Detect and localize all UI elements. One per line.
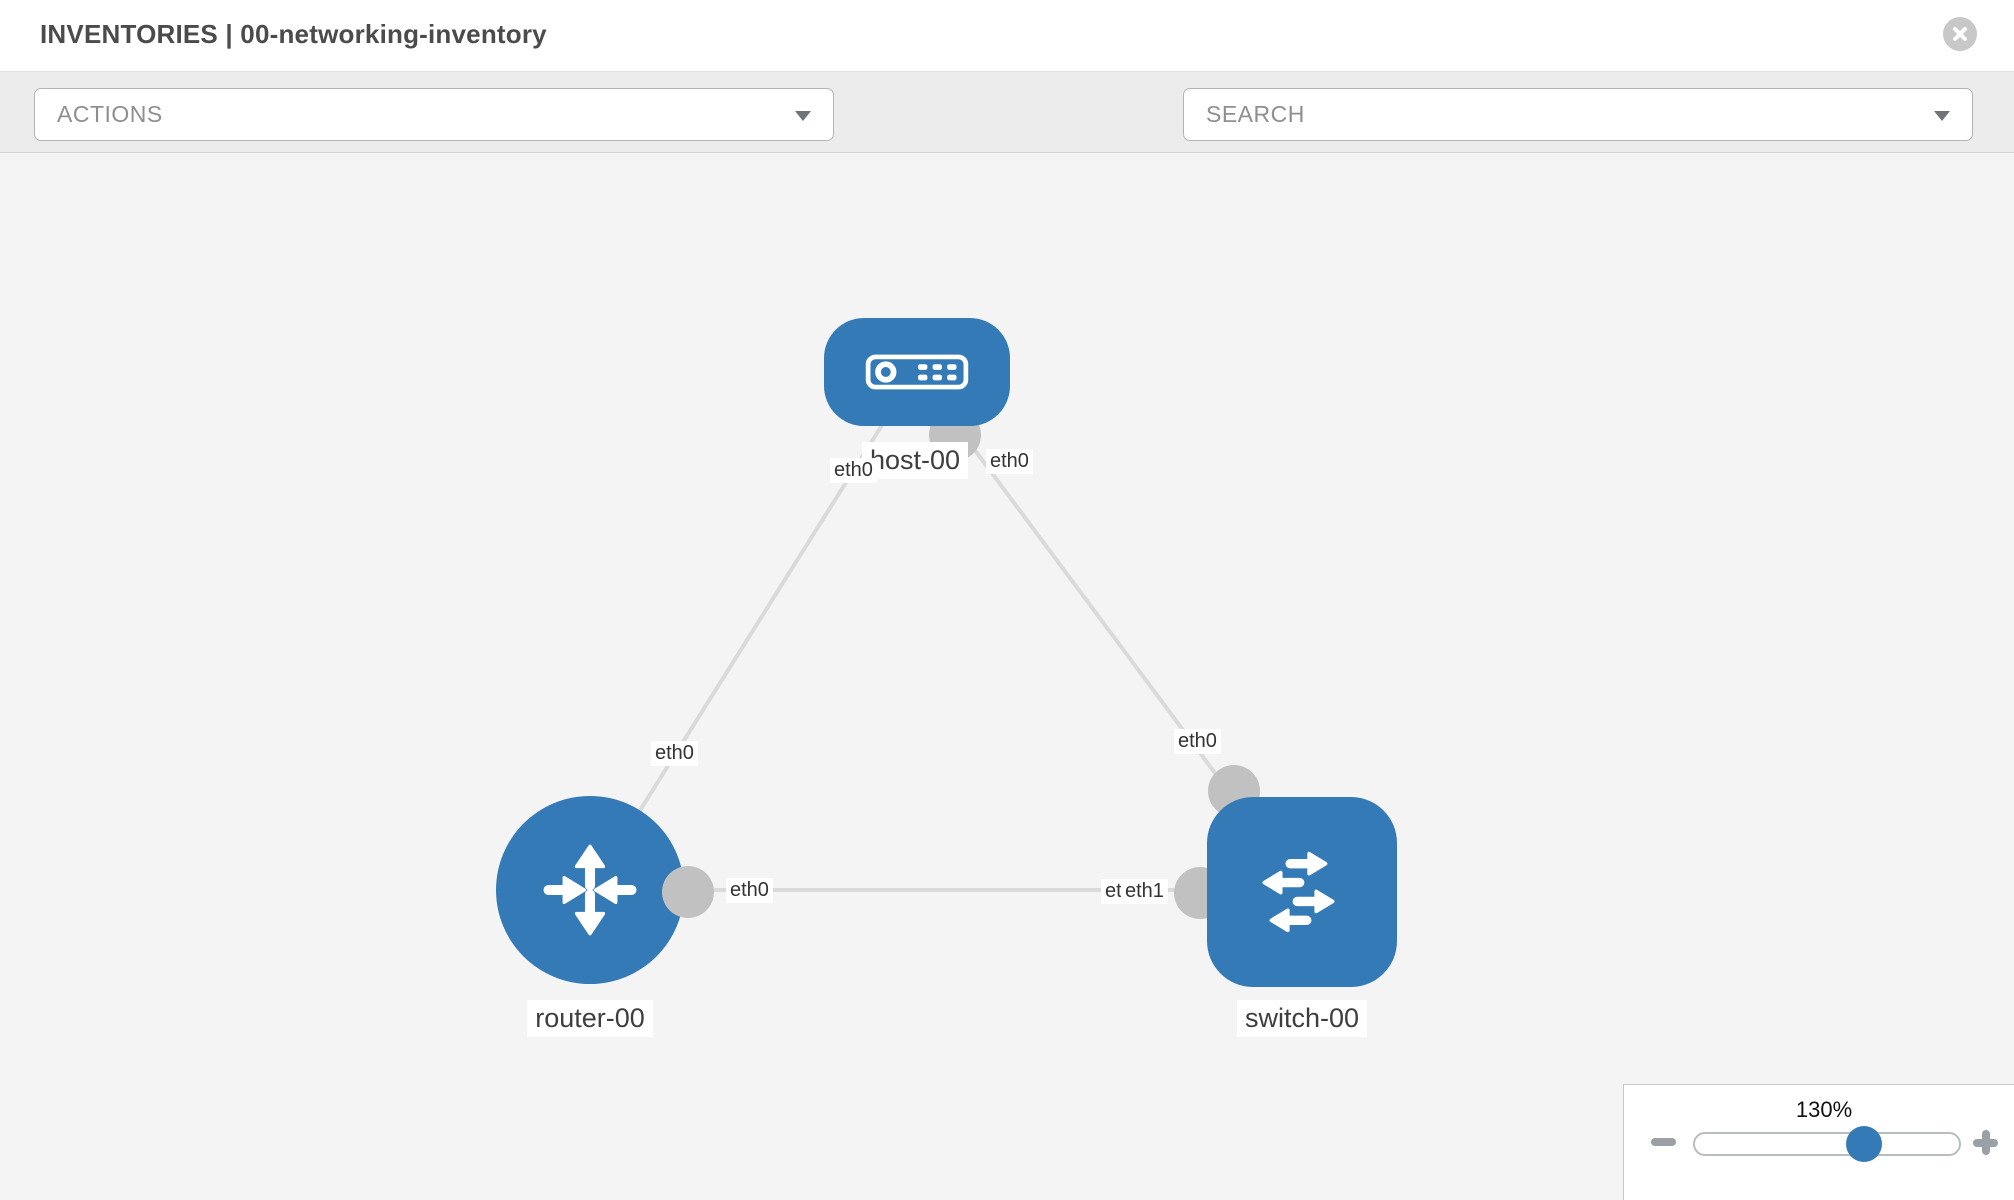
toolbar: ACTIONS SEARC xyxy=(0,72,2014,202)
link-host-router[interactable] xyxy=(588,369,918,892)
titlebar: INVENTORIES | 00-networking-inventory xyxy=(0,0,2014,72)
zoom-level-value: 130% xyxy=(1795,1097,1853,1122)
close-icon[interactable] xyxy=(1943,17,1977,51)
node-label-host: host-00 xyxy=(861,442,969,479)
actions-dropdown[interactable]: ACTIONS xyxy=(34,88,834,141)
actions-dropdown-label: ACTIONS xyxy=(57,101,163,127)
chevron-down-icon xyxy=(1934,110,1950,121)
router-arrows-icon xyxy=(543,844,637,936)
zoom-out-minus-icon[interactable] xyxy=(1651,1138,1676,1146)
iface-label-router-to-host: eth0 xyxy=(651,741,698,766)
chevron-down-icon xyxy=(795,110,811,121)
switch-arrows-icon xyxy=(1262,851,1335,933)
iface-label-switch-eth1: eth1 xyxy=(1121,879,1168,904)
zoom-in-plus-icon[interactable] xyxy=(1973,1130,1998,1155)
node-router-00[interactable] xyxy=(496,796,684,984)
zoom-control-panel: 130% xyxy=(1623,1084,2014,1200)
zoom-slider-handle[interactable] xyxy=(1846,1126,1882,1162)
zoom-slider-track[interactable] xyxy=(1693,1132,1961,1156)
topology-canvas[interactable]: host-00 router-00 switch-00 eth0 eth0 et… xyxy=(0,153,2014,1200)
node-host-00[interactable] xyxy=(824,318,1010,426)
links-layer xyxy=(588,369,1304,892)
iface-label-host-to-router: eth0 xyxy=(830,458,877,483)
iface-label-switch-to-host: eth0 xyxy=(1174,729,1221,754)
iface-label-router-to-switch: eth0 xyxy=(726,878,773,903)
node-label-router: router-00 xyxy=(527,1000,653,1037)
node-label-switch: switch-00 xyxy=(1236,1000,1368,1037)
node-switch-00[interactable] xyxy=(1207,797,1397,987)
interface-dot-router-right xyxy=(662,866,714,918)
search-input[interactable]: SEARCH xyxy=(1183,88,1973,141)
search-placeholder: SEARCH xyxy=(1206,101,1305,127)
page-title: INVENTORIES | 00-networking-inventory xyxy=(40,19,547,49)
server-icon xyxy=(865,354,969,390)
iface-label-host-to-switch: eth0 xyxy=(986,449,1033,474)
